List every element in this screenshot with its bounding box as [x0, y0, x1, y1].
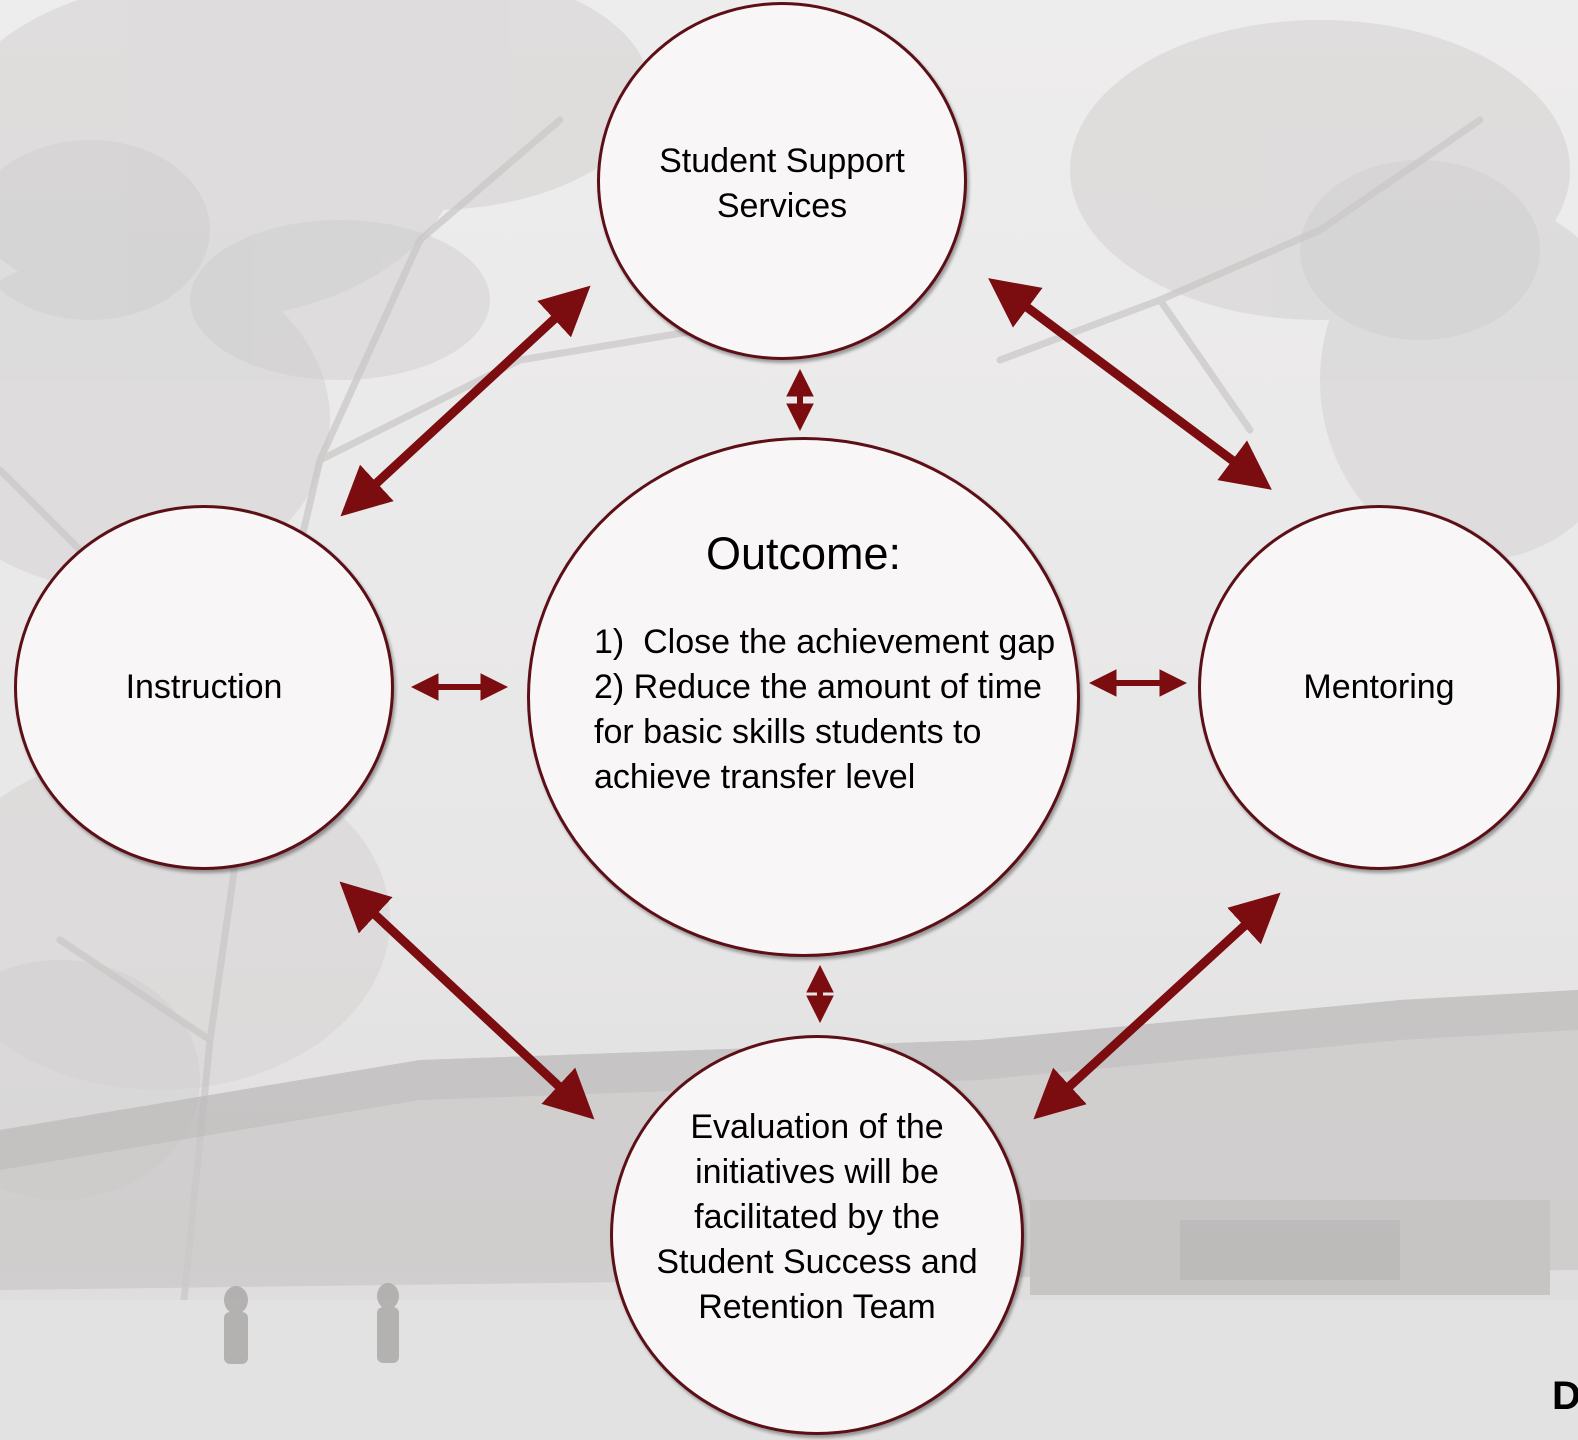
arrow-evaluation-mentoring	[1033, 892, 1281, 1120]
arrow-support-mentoring	[988, 278, 1272, 490]
node-outcome: Outcome: 1) Close the achievement gap 2)…	[527, 437, 1080, 957]
arrow-instruction-evaluation	[339, 881, 595, 1120]
corner-text-fragment: D	[1552, 1374, 1578, 1418]
outcome-item-2: 2) Reduce the amount of time for basic s…	[594, 668, 1042, 796]
outcome-item-1: 1) Close the achievement gap	[594, 623, 1056, 661]
node-label-mentoring: Mentoring	[1303, 668, 1455, 706]
node-label-evaluation: Evaluation of the initiatives will be fa…	[656, 1108, 978, 1326]
arrow-instruction-support	[340, 285, 591, 517]
node-instruction: Instruction	[14, 505, 394, 870]
node-label-instruction: Instruction	[125, 668, 283, 706]
outcome-list: 1) Close the achievement gap 2) Reduce t…	[594, 620, 1064, 800]
node-student-support-services: Student Support Services	[597, 2, 967, 360]
outcome-title: Outcome:	[705, 528, 902, 579]
node-evaluation: Evaluation of the initiatives will be fa…	[610, 1035, 1024, 1435]
node-label-support: Student Support Services	[659, 142, 905, 225]
node-mentoring: Mentoring	[1198, 505, 1560, 870]
